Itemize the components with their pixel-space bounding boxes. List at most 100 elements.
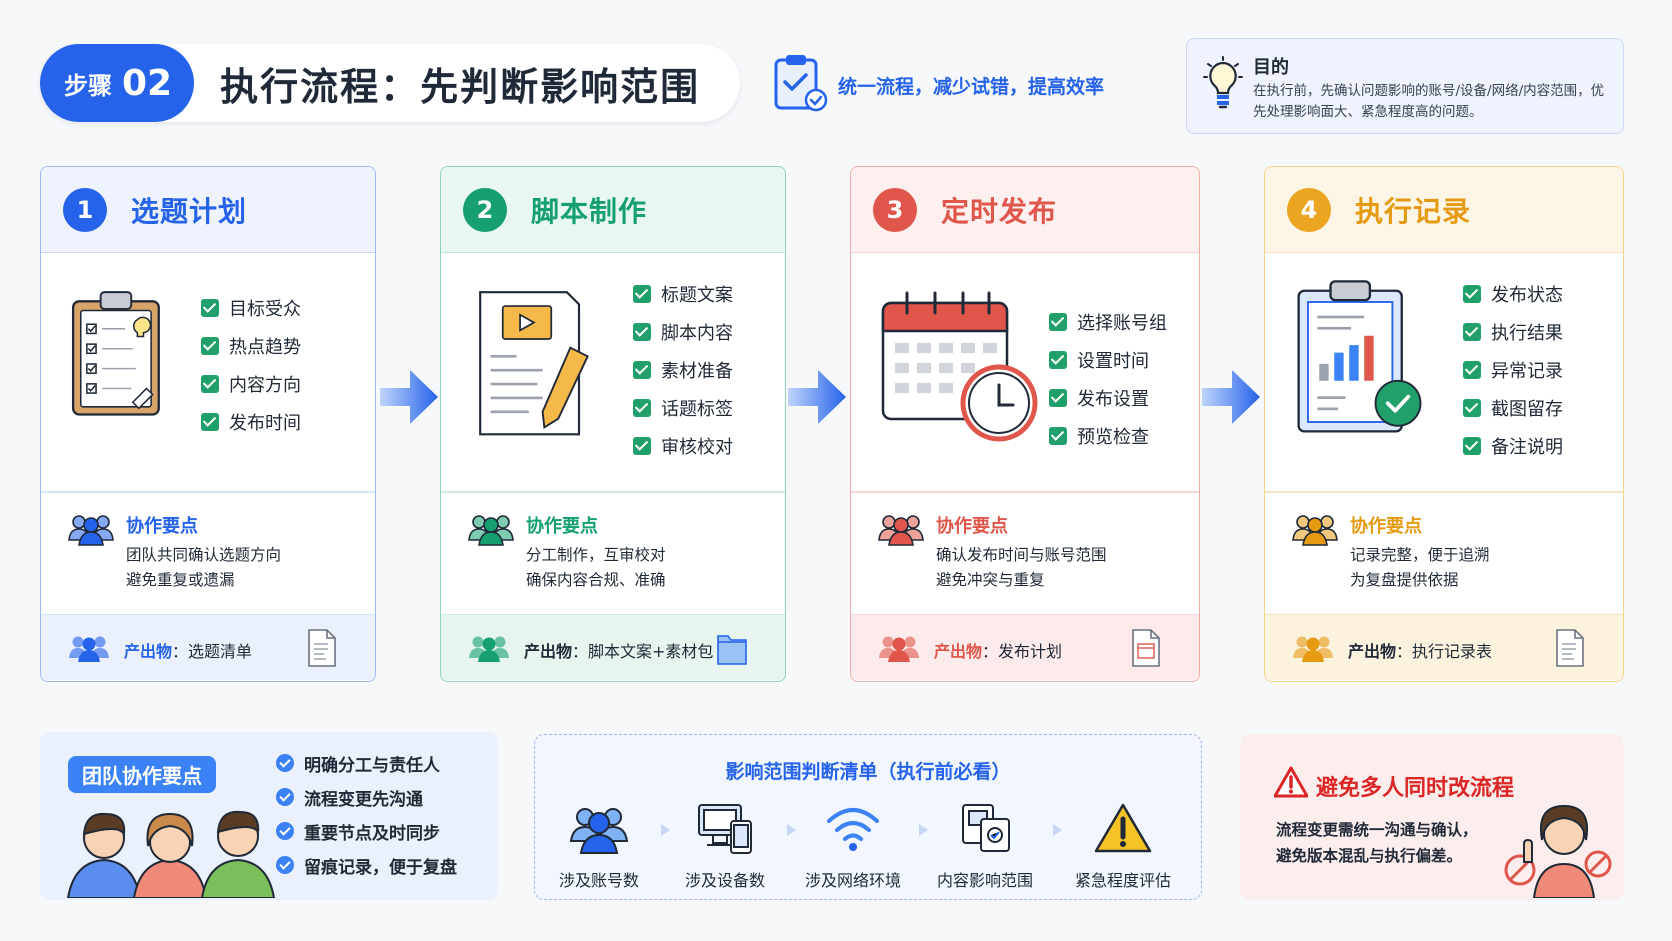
team-collab-label: 流程变更先沟通 [304, 789, 423, 810]
collab-title: 协作要点 [936, 516, 1008, 537]
team-people-illustration [66, 810, 276, 898]
check-icon [201, 375, 219, 393]
card-divider [1265, 491, 1623, 493]
scope-item-label: 涉及账号数 [558, 871, 639, 890]
check-circle-icon [276, 754, 294, 772]
document-icon [1556, 629, 1584, 667]
card-header: 3 定时发布 [851, 167, 1199, 253]
team-icon [879, 636, 919, 662]
scope-checklist-box: 影响范围判断清单（执行前必看） 涉及账号数 涉及设备数 [534, 734, 1202, 900]
check-icon [201, 299, 219, 317]
checklist-item: 异常记录 [1463, 351, 1563, 389]
card-divider [851, 491, 1199, 493]
check-icon [633, 323, 651, 341]
check-circle-icon [276, 822, 294, 840]
card-header: 4 执行记录 [1265, 167, 1623, 253]
check-icon [201, 337, 219, 355]
warning-icon [1274, 766, 1308, 798]
warning-text-line: 流程变更需统一沟通与确认， [1276, 821, 1478, 839]
checklist-item: 发布设置 [1049, 379, 1167, 417]
checklist-label: 执行结果 [1491, 323, 1563, 344]
checklist-label: 话题标签 [661, 399, 733, 420]
check-icon [1049, 389, 1067, 407]
team-icon [469, 636, 509, 662]
checklist-item: 内容方向 [201, 365, 301, 403]
team-collab-label: 明确分工与责任人 [304, 755, 440, 776]
output-value: ：选题清单 [172, 642, 253, 661]
collab-line: 为复盘提供依据 [1350, 571, 1459, 589]
check-circle-icon [276, 788, 294, 806]
checklist-label: 预览检查 [1077, 427, 1149, 448]
checklist-label: 内容方向 [229, 375, 301, 396]
slogan: 统一流程，减少试错，提高效率 [838, 76, 1105, 98]
checklist-label: 备注说明 [1491, 437, 1563, 458]
checklist-item: 执行结果 [1463, 313, 1563, 351]
card-title: 脚本制作 [531, 194, 648, 228]
purpose-text: 在执行前，先确认问题影响的账号/设备/网络/内容范围，优先处理影响面大、紧急程度… [1253, 83, 1605, 120]
output-value: ：脚本文案+素材包 [572, 642, 714, 661]
checklist-label: 选择账号组 [1077, 313, 1167, 334]
step-label: 步骤 [64, 71, 112, 100]
checklist: 标题文案 脚本内容 素材准备 话题标签 审核校对 [633, 275, 733, 465]
check-icon [201, 413, 219, 431]
checklist-label: 发布时间 [229, 413, 301, 434]
card-title: 选题计划 [131, 194, 248, 228]
flow-arrow-icon [380, 370, 438, 424]
scope-item-accounts: 涉及账号数 [539, 801, 659, 891]
warning-box: 避免多人同时改流程 流程变更需统一沟通与确认， 避免版本混乱与执行偏差。 [1240, 734, 1624, 900]
checklist-item: 发布状态 [1463, 275, 1563, 313]
collab-title: 协作要点 [126, 516, 198, 537]
checklist-label: 设置时间 [1077, 351, 1149, 372]
card-title: 执行记录 [1355, 194, 1472, 228]
team-icon [1293, 636, 1333, 662]
checklist-item: 发布时间 [201, 403, 301, 441]
check-circle-icon [276, 856, 294, 874]
collab-line: 分工制作，互审校对 [526, 546, 666, 564]
check-icon [633, 361, 651, 379]
scope-item-devices: 涉及设备数 [665, 801, 785, 891]
folder-icon [717, 635, 747, 665]
checklist-label: 目标受众 [229, 299, 301, 320]
team-collab-list: 明确分工与责任人 流程变更先沟通 重要节点及时同步 留痕记录，便于复盘 [276, 746, 457, 882]
scope-item-network: 涉及网络环境 [793, 801, 913, 891]
team-icon [878, 515, 924, 546]
document-icon [308, 629, 336, 667]
chevron-right-icon [661, 824, 670, 836]
check-icon [1463, 399, 1481, 417]
checklist-label: 截图留存 [1491, 399, 1563, 420]
step-card-record: 4 执行记录 发布状态 执行结果 异常记录 截图留存 备注说明 [1264, 166, 1624, 682]
scope-item-label: 涉及网络环境 [804, 871, 901, 890]
checklist-item: 素材准备 [633, 351, 733, 389]
output-label: 产出物 [124, 642, 173, 661]
warning-title: 避免多人同时改流程 [1316, 776, 1515, 801]
warning-text-line: 避免版本混乱与执行偏差。 [1276, 847, 1463, 865]
output-row: 产出物：选题清单 [124, 638, 252, 662]
flow-arrow-icon [1202, 370, 1260, 424]
team-collab-item: 明确分工与责任人 [276, 746, 457, 780]
users-icon [569, 808, 629, 854]
checklist-item: 备注说明 [1463, 427, 1563, 465]
checklist-label: 发布状态 [1491, 285, 1563, 306]
check-icon [1463, 361, 1481, 379]
step-number-badge: 4 [1287, 187, 1331, 232]
checklist-label: 标题文案 [661, 285, 733, 306]
output-value: ：发布计划 [982, 642, 1063, 661]
team-icon [1292, 515, 1338, 546]
report-chart-icon [1297, 280, 1422, 433]
checklist: 选择账号组 设置时间 发布设置 预览检查 [1049, 303, 1167, 455]
team-collab-item: 流程变更先沟通 [276, 780, 457, 814]
team-collab-title: 团队协作要点 [68, 756, 216, 793]
chevron-right-icon [787, 824, 796, 836]
collab-line: 记录完整，便于追溯 [1350, 546, 1490, 564]
checklist-item: 热点趋势 [201, 327, 301, 365]
collab-title: 协作要点 [526, 516, 598, 537]
step-number: 02 [122, 62, 173, 104]
checklist: 发布状态 执行结果 异常记录 截图留存 备注说明 [1463, 275, 1563, 465]
checklist-label: 审核校对 [661, 437, 733, 458]
flow-arrow-icon [788, 370, 846, 424]
chevron-right-icon [1053, 824, 1062, 836]
warning-triangle-icon [1094, 803, 1152, 853]
step-number-badge: 2 [463, 187, 507, 232]
team-icon [468, 515, 514, 546]
stop-gesture-person-illustration [1504, 804, 1612, 898]
